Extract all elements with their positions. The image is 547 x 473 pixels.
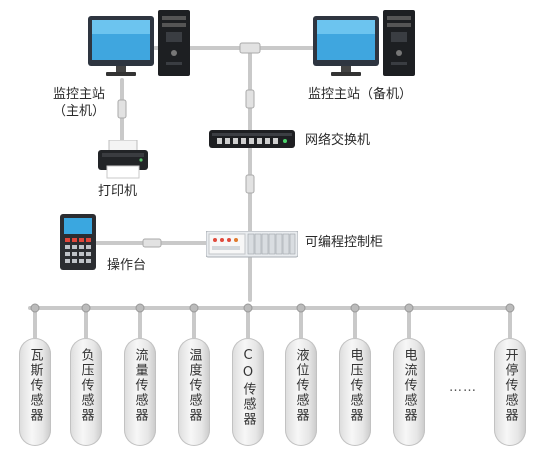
network-switch-label: 网络交换机 — [305, 133, 371, 148]
sensor-label: 电流传感器 — [401, 348, 417, 423]
host-backup-label: 监控主站（备机） — [308, 87, 413, 102]
sensor-label: 液位传感器 — [293, 348, 309, 423]
printer-label: 打印机 — [98, 184, 138, 199]
printer-icon — [98, 139, 148, 179]
sensor-label: 负压传感器 — [78, 348, 94, 423]
ellipsis: …… — [449, 380, 477, 395]
plc-icon — [205, 230, 299, 258]
sensor-label: 瓦斯传感器 — [27, 348, 43, 423]
sensor-co: CO传感器 — [232, 338, 264, 446]
host-main-label-line2: （主机） — [52, 104, 105, 119]
sensor-liquid-level: 液位传感器 — [285, 338, 317, 446]
sensor-label: CO传感器 — [240, 348, 256, 427]
console-label: 操作台 — [107, 258, 147, 273]
sensor-flow: 流量传感器 — [124, 338, 156, 446]
sensor-negative-pressure: 负压传感器 — [70, 338, 102, 446]
host-main-label: 监控主站 （主机） — [40, 86, 118, 120]
console-icon — [60, 214, 96, 270]
sensor-label: 开停传感器 — [502, 348, 518, 423]
host-main-label-line1: 监控主站 — [52, 87, 105, 102]
network-switch — [209, 128, 295, 154]
sensor-label: 温度传感器 — [186, 348, 202, 423]
sensor-current: 电流传感器 — [393, 338, 425, 446]
computer-icon — [88, 10, 190, 76]
sensor-label: 电压传感器 — [347, 348, 363, 423]
computer-icon — [313, 10, 415, 76]
sensor-temperature: 温度传感器 — [178, 338, 210, 446]
host-backup-workstation — [311, 8, 421, 86]
switch-icon — [209, 130, 295, 148]
plc-label: 可编程控制柜 — [305, 235, 384, 250]
sensor-gas: 瓦斯传感器 — [19, 338, 51, 446]
sensor-on-off: 开停传感器 — [494, 338, 526, 446]
operator-console — [60, 214, 98, 276]
host-main-workstation — [86, 8, 196, 86]
plc-cabinet — [205, 230, 299, 263]
printer — [95, 139, 151, 184]
sensor-label: 流量传感器 — [132, 348, 148, 423]
sensor-voltage: 电压传感器 — [339, 338, 371, 446]
